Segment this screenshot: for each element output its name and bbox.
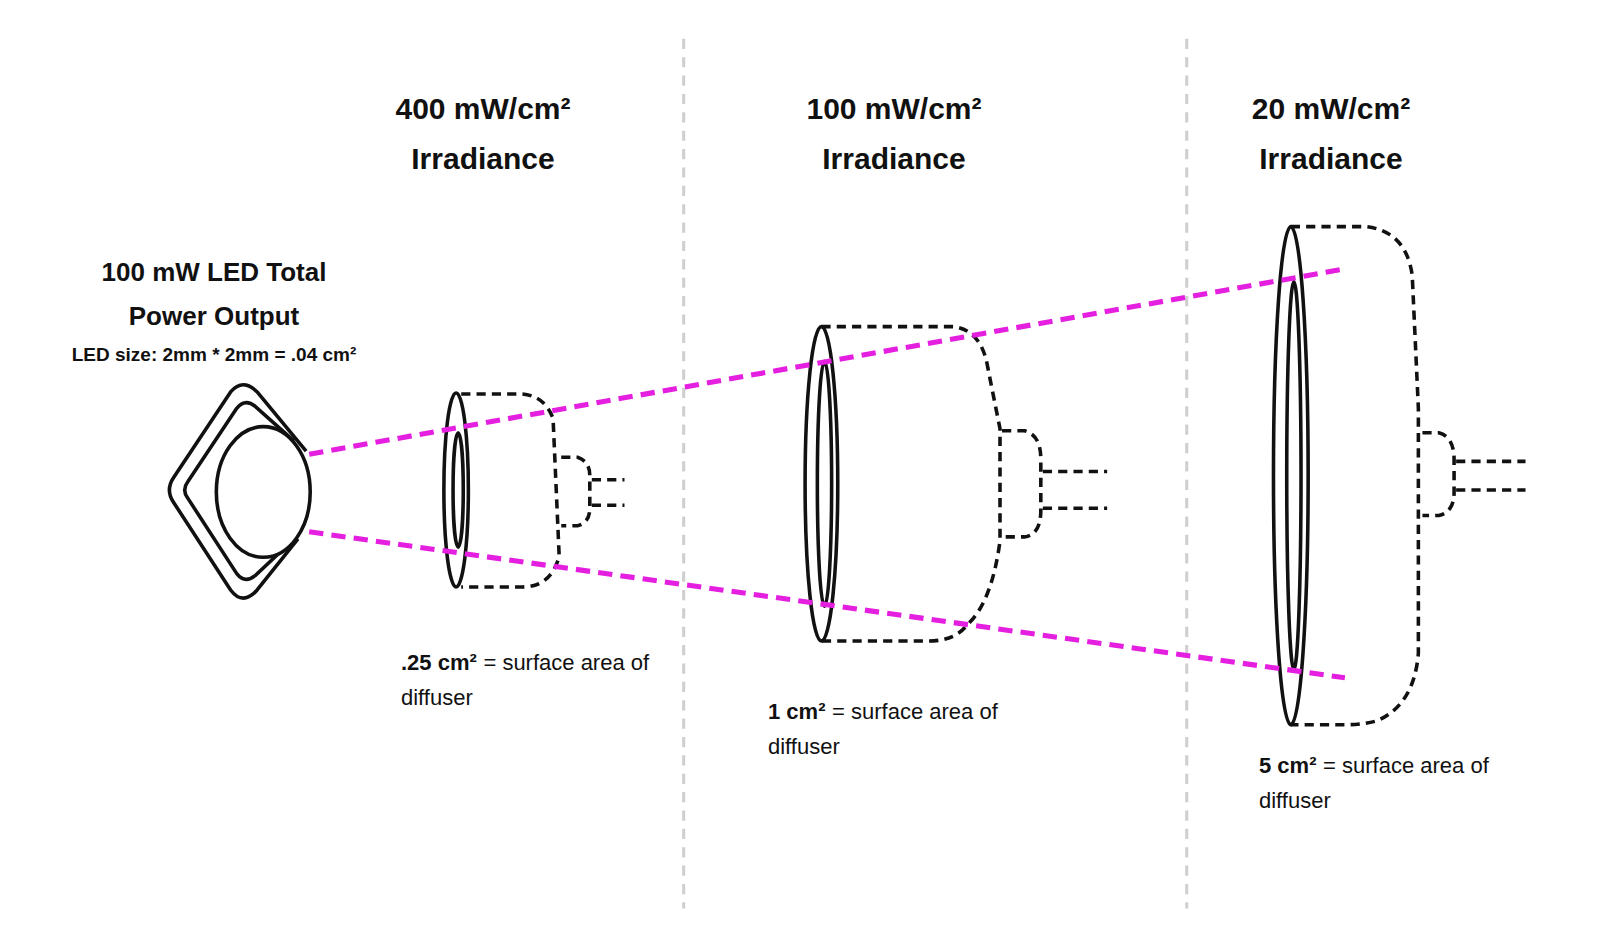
diffuser-area: .25 cm² — [401, 650, 477, 675]
irradiance-heading: 100 mW/cm² Irradiance — [806, 92, 981, 175]
irradiance-heading: 400 mW/cm² Irradiance — [395, 92, 570, 175]
diffuser-lens — [1273, 227, 1308, 725]
label-block: 1 cm²= surface area of diffuser — [768, 694, 1053, 764]
label-block: 400 mW/cm² Irradiance — [363, 84, 603, 184]
label-block: .25 cm²= surface area of diffuser — [401, 645, 686, 715]
diffuser-outline — [821, 327, 1000, 641]
diffuser-lens — [444, 393, 468, 587]
irradiance-heading: 20 mW/cm² Irradiance — [1252, 92, 1410, 175]
label-block: 20 mW/cm² Irradiance — [1211, 84, 1451, 184]
diffuser-area: 5 cm² — [1259, 753, 1316, 778]
led-dome — [216, 427, 310, 558]
separator-line — [1185, 39, 1188, 909]
diffuser-outline — [1422, 433, 1525, 516]
diffuser-lens-inner — [1287, 282, 1301, 670]
label-block: LED size: 2mm * 2mm = .04 cm² — [72, 342, 357, 368]
led-size-note: LED size: 2mm * 2mm = .04 cm² — [72, 344, 357, 365]
diffuser-lens-inner — [817, 361, 831, 606]
label-block: 5 cm²= surface area of diffuser — [1259, 748, 1544, 818]
diffuser-outline — [561, 457, 624, 525]
label-block: 100 mW LED Total Power Output — [69, 250, 359, 338]
diffuser-lens-inner — [453, 433, 463, 547]
separator-line — [682, 39, 685, 909]
beam-edge — [309, 532, 1345, 678]
diffuser-lens — [805, 327, 838, 641]
led-power-title: 100 mW LED Total Power Output — [102, 257, 327, 331]
label-block: 100 mW/cm² Irradiance — [774, 84, 1014, 184]
diffuser-outline — [1002, 431, 1107, 537]
beam-edge — [309, 268, 1347, 454]
diffuser-area: 1 cm² — [768, 699, 825, 724]
